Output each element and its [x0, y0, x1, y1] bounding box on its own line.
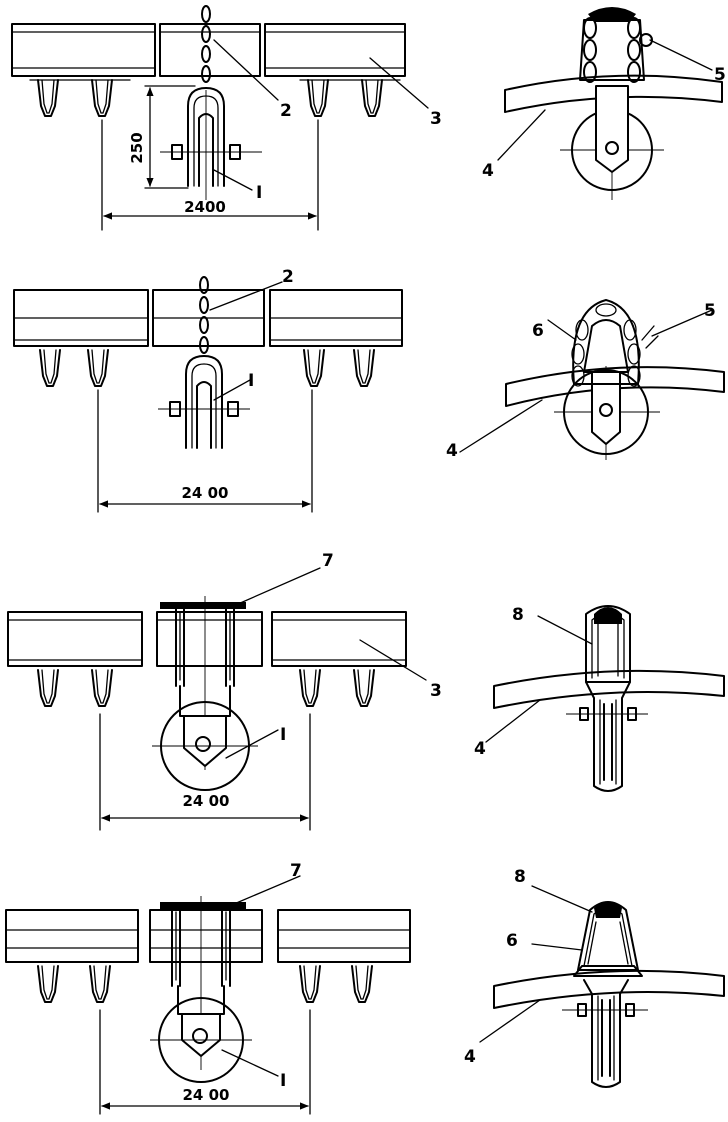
- suspension-chain: [199, 276, 209, 354]
- label-roller: I: [256, 183, 262, 203]
- panel-4-side-view: 8 6 4: [464, 867, 725, 1088]
- dim-label-2400: 24 00: [183, 792, 230, 810]
- belt-left-3: [7, 611, 143, 667]
- panel-1-front-view: 250 2400 2 3 I: [11, 5, 442, 231]
- label-roller: I: [280, 725, 286, 745]
- dim-label-2400: 24 00: [183, 1086, 230, 1104]
- label-frame: 4: [482, 161, 494, 181]
- belt-right-4: [277, 909, 411, 963]
- label-belt: 3: [430, 681, 442, 701]
- idler-roller: [87, 349, 109, 387]
- belt-right-1: [264, 23, 406, 77]
- suspension-chain: [201, 5, 211, 83]
- idler-roller: [353, 349, 375, 387]
- belt-left-2: [13, 289, 149, 347]
- chain-loop: [579, 7, 653, 83]
- label-hook: 5: [714, 65, 726, 85]
- label-strap: 7: [322, 551, 334, 571]
- idler-roller: [361, 79, 383, 117]
- panel-2-side-view: 5 6 4: [446, 299, 725, 461]
- dim-width: 24 00: [99, 713, 311, 831]
- belt-right-2: [269, 289, 403, 347]
- belt-left-4: [5, 909, 139, 963]
- label-chain-wrap: 6: [532, 321, 544, 341]
- clamp-upper-4: [573, 901, 643, 977]
- label-frame: 4: [474, 739, 486, 759]
- label-clamp: 8: [512, 605, 524, 625]
- dim-width: 2400: [101, 119, 319, 231]
- idler-roller: [299, 965, 321, 1003]
- label-roller: I: [280, 1071, 286, 1091]
- panel-2-front-view: 24 00 2 I: [13, 267, 403, 513]
- label-chain: 2: [280, 101, 292, 121]
- idler-roller: [39, 349, 61, 387]
- idler-roller: [91, 669, 113, 707]
- idler-roller: [299, 669, 321, 707]
- label-hook: 5: [704, 301, 716, 321]
- idler-roller: [353, 669, 375, 707]
- belt-left-1: [11, 23, 156, 77]
- idler-roller: [37, 965, 59, 1003]
- clamp-roller-1: [160, 87, 262, 200]
- clamp-roller-2: [158, 355, 250, 449]
- idler-roller: [351, 965, 373, 1003]
- idler-roller: [37, 669, 59, 707]
- idler-roller: [89, 965, 111, 1003]
- panel-3-side-view: 8 4: [474, 605, 725, 792]
- label-strap: 7: [290, 861, 302, 881]
- roller-4: [150, 997, 252, 1083]
- dim-label-250: 250: [128, 132, 146, 163]
- label-chain: 2: [282, 267, 294, 287]
- label-frame: 4: [464, 1047, 476, 1067]
- label-chain-wrap: 6: [506, 931, 518, 951]
- label-roller: I: [248, 371, 254, 391]
- label-clamp: 8: [514, 867, 526, 887]
- idler-roller: [91, 79, 113, 117]
- belt-middle-3: [156, 611, 263, 667]
- belt-middle-2: [152, 289, 265, 347]
- belt-middle-4: [149, 909, 263, 963]
- idler-roller: [37, 79, 59, 117]
- dim-width: 24 00: [99, 1009, 311, 1115]
- dim-width: 24 00: [97, 389, 313, 513]
- label-frame: 4: [446, 441, 458, 461]
- belt-right-3: [271, 611, 407, 667]
- clamp-upper-3: [585, 605, 631, 683]
- dim-label-2400: 2400: [184, 198, 226, 216]
- idler-roller: [307, 79, 329, 117]
- dim-height: 250: [128, 85, 196, 189]
- panel-1-side-view: 5 4: [482, 7, 726, 200]
- panel-3-front-view: 24 00 7 3 I: [7, 551, 442, 831]
- dim-label-2400: 24 00: [182, 484, 229, 502]
- roller-4-side: [562, 979, 648, 1088]
- idler-roller: [303, 349, 325, 387]
- panel-4-front-view: 24 00 7 I: [5, 861, 411, 1115]
- chain-wrap: [571, 299, 659, 387]
- label-belt: 3: [430, 109, 442, 129]
- roller-3-side: [566, 681, 648, 792]
- roller-3: [152, 701, 258, 791]
